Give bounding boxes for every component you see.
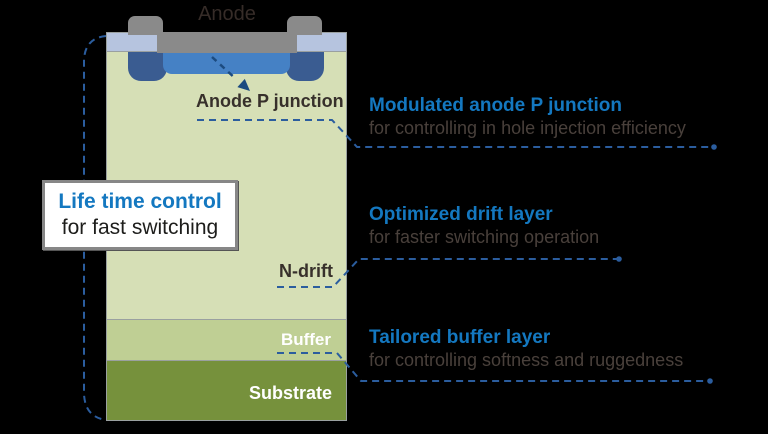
surface-contact-right <box>295 32 347 52</box>
annotation-drift-layer: Optimized drift layer for faster switchi… <box>369 203 764 249</box>
annotation-subtitle: for controlling in hole injection effici… <box>369 118 686 138</box>
connector-end-dot-1 <box>711 144 717 150</box>
annotation-anode-p-junction: Modulated anode P junction for controlli… <box>369 94 764 140</box>
annotation-buffer-layer: Tailored buffer layer for controlling so… <box>369 326 764 372</box>
annotation-title: Tailored buffer layer <box>369 327 551 348</box>
callout-title: Life time control <box>58 190 222 213</box>
anode-label: Anode <box>198 3 256 25</box>
anode-metal-tab-left <box>128 16 163 35</box>
p-well-left <box>128 52 167 81</box>
annotation-subtitle: for faster switching operation <box>369 227 600 247</box>
anode-p-junction-label: Anode P junction <box>196 91 344 111</box>
callout-subtitle: for fast switching <box>61 216 219 239</box>
anode-p-junction-region <box>163 52 290 74</box>
annotation-subtitle: for controlling softness and ruggedness <box>369 350 684 370</box>
connector-end-dot-3 <box>707 378 713 384</box>
buffer-label: Buffer <box>280 330 331 349</box>
lifetime-control-callout: Life time control for fast switching <box>42 180 238 250</box>
substrate-label: Substrate <box>248 383 332 403</box>
n-drift-label: N-drift <box>279 261 333 281</box>
anode-metal-bar <box>157 32 297 53</box>
annotation-title: Modulated anode P junction <box>369 95 622 116</box>
p-well-right <box>286 52 324 81</box>
anode-metal-tab-right <box>287 16 322 35</box>
annotation-title: Optimized drift layer <box>369 204 553 225</box>
surface-contact-left <box>106 32 159 52</box>
connector-end-dot-2 <box>616 256 622 262</box>
